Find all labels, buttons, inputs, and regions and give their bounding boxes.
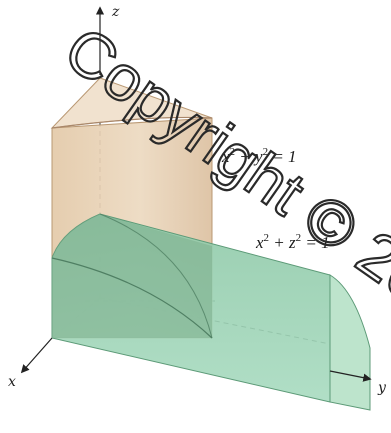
horizontal-cylinder xyxy=(51,213,371,411)
x-axis-label: x xyxy=(8,374,16,390)
equation-horizontal-cylinder: x2 + z2 = 1 xyxy=(255,232,330,252)
y-axis-label: y xyxy=(377,380,387,396)
x-axis xyxy=(20,337,53,374)
equation-vertical-cylinder: x2 + y2 = 1 xyxy=(221,146,297,166)
axes xyxy=(20,6,372,382)
horizontal-cylinder-end xyxy=(329,274,371,411)
z-axis-label: z xyxy=(111,4,120,20)
vertical-cylinder-top-rim xyxy=(51,116,213,129)
intersection-curve-upper xyxy=(99,213,213,339)
y-axis xyxy=(329,370,372,382)
intersection-curve xyxy=(51,257,213,339)
